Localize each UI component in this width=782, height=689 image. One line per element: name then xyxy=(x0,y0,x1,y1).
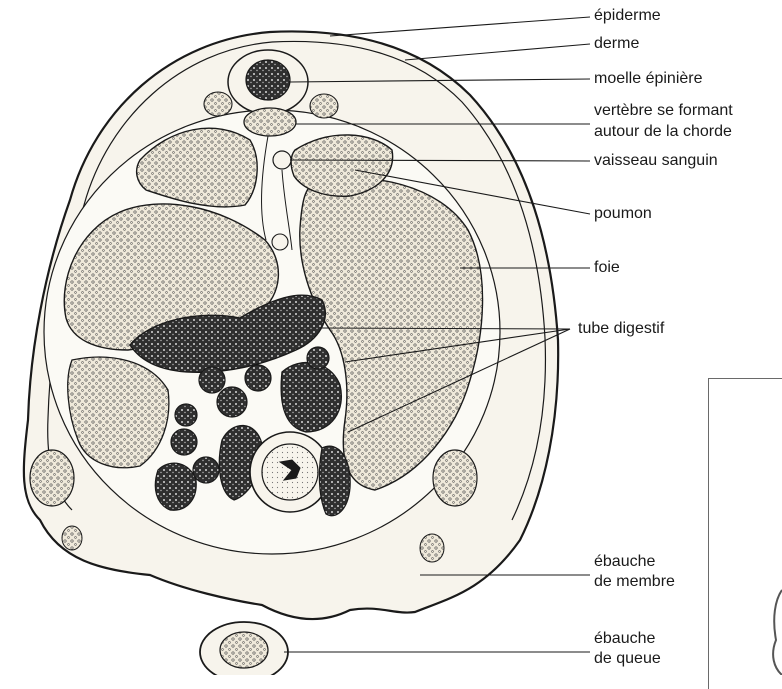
label-poumon: poumon xyxy=(594,204,652,224)
gut-section-2 xyxy=(245,365,271,391)
label-derme: derme xyxy=(594,34,639,54)
label-foie: foie xyxy=(594,258,620,278)
vertebra-side-right xyxy=(310,94,338,118)
limb-bud-left xyxy=(30,450,74,506)
leader-epiderme xyxy=(330,17,590,36)
label-membre-line-1: ébauche xyxy=(594,552,655,572)
label-queue-line-1: ébauche xyxy=(594,629,655,649)
aorta-lower xyxy=(272,234,288,250)
label-tube-digestif: tube digestif xyxy=(578,319,664,339)
label-membre-line-2: de membre xyxy=(594,572,675,592)
tail-bud-inner xyxy=(220,632,268,668)
limb-bud-left-inner xyxy=(62,526,82,550)
gut-section-6 xyxy=(171,429,197,455)
label-epiderme: épiderme xyxy=(594,6,661,26)
label-vertebre-line-1: vertèbre se formant xyxy=(594,101,733,121)
gut-section-3 xyxy=(217,387,247,417)
inset-frame xyxy=(708,378,782,689)
vertebra-side-left xyxy=(204,92,232,116)
gut-section-5 xyxy=(175,404,197,426)
gut-section-7 xyxy=(193,457,219,483)
vertebra xyxy=(244,108,296,136)
gut-section-4 xyxy=(307,347,329,369)
spinal-cord xyxy=(246,60,290,100)
gut-loop-3 xyxy=(155,463,196,510)
gut-section-1 xyxy=(199,367,225,393)
gut-loop-2 xyxy=(281,362,341,432)
label-moelle-epiniere: moelle épinière xyxy=(594,69,703,89)
label-queue-line-2: de queue xyxy=(594,649,661,669)
blood-vessel xyxy=(273,151,291,169)
limb-bud-right xyxy=(433,450,477,506)
label-vaisseau-sanguin: vaisseau sanguin xyxy=(594,151,718,171)
limb-bud-right-inner xyxy=(420,534,444,562)
label-vertebre-line-2: autour de la chorde xyxy=(594,122,732,142)
leader-derme xyxy=(405,44,590,60)
